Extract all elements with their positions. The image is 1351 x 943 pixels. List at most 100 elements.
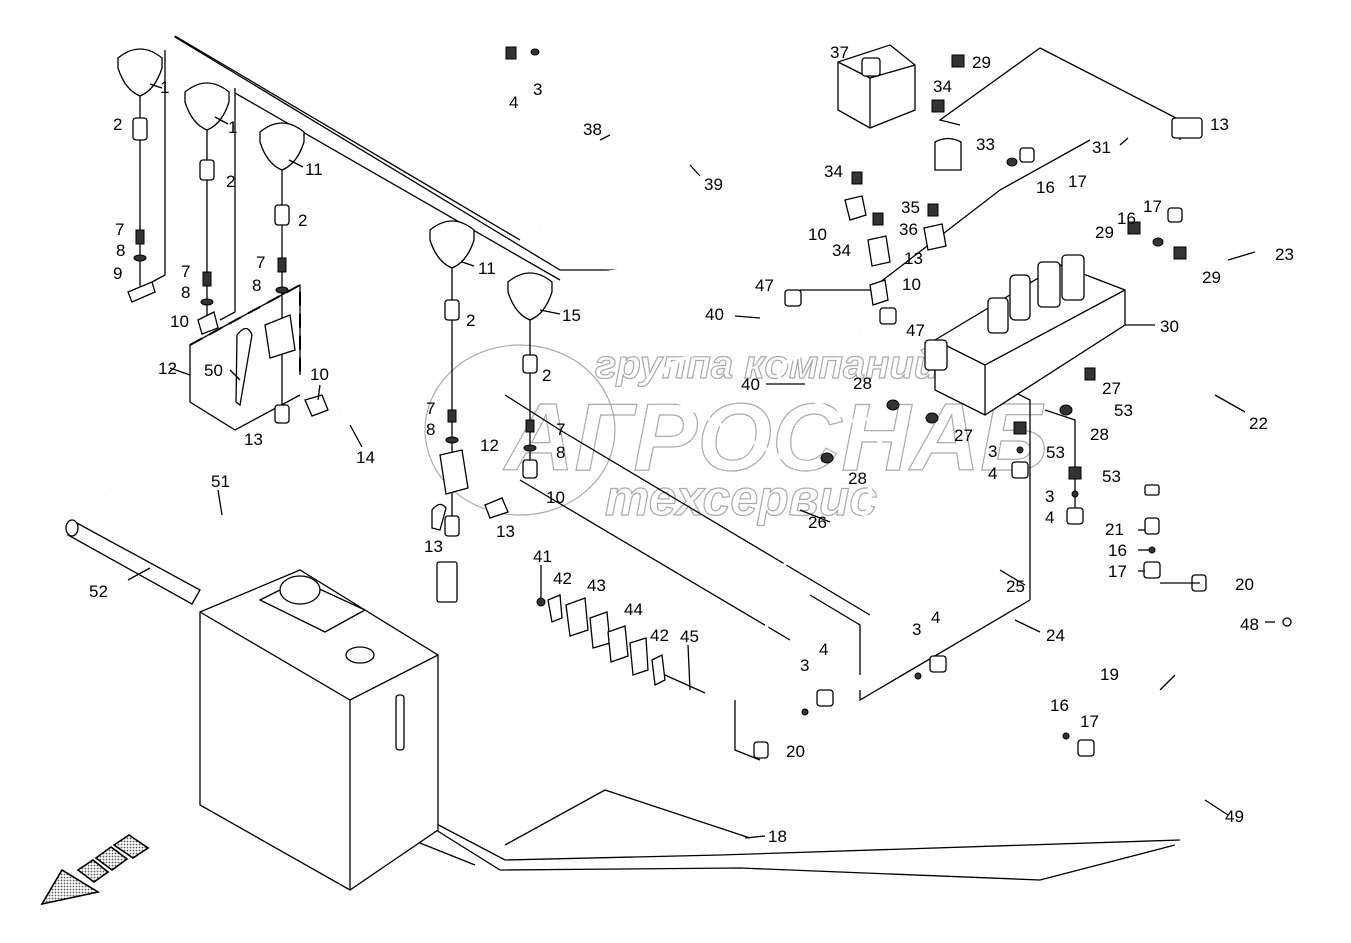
callout-29c: 29: [1202, 268, 1221, 287]
callout-3a: 3: [533, 80, 542, 99]
callout-43: 43: [587, 576, 606, 595]
callout-29b: 29: [1095, 223, 1114, 242]
callout-2a: 2: [113, 115, 122, 134]
callout-27b: 27: [1102, 379, 1121, 398]
callout-1b: 1: [228, 118, 237, 137]
clamp-set: [536, 594, 706, 694]
callout-17d: 17: [1080, 712, 1099, 731]
callout-4d: 4: [819, 640, 828, 659]
accumulator-11a: [259, 122, 305, 171]
selector-valves: [189, 283, 447, 531]
callout-19: 19: [1100, 665, 1119, 684]
fittings: [127, 46, 1292, 759]
callout-7c: 7: [256, 253, 265, 272]
callout-33: 33: [976, 135, 995, 154]
callout-8d: 8: [426, 420, 435, 439]
callout-21: 21: [1105, 520, 1124, 539]
leader-lines: [127, 83, 1275, 839]
callout-34c: 34: [832, 241, 851, 260]
callout-38: 38: [583, 120, 602, 139]
callout-3c: 3: [1045, 487, 1054, 506]
callout-13b: 13: [424, 537, 443, 556]
callout-10e: 10: [902, 275, 921, 294]
callout-10a: 10: [170, 312, 189, 331]
callout-8c: 8: [252, 276, 261, 295]
callout-52: 52: [89, 582, 108, 601]
callout-20b: 20: [1235, 575, 1254, 594]
callout-49: 49: [1225, 807, 1244, 826]
callout-8b: 8: [181, 283, 190, 302]
callout-1a: 1: [160, 78, 169, 97]
callout-30: 30: [1160, 317, 1179, 336]
callout-2d: 2: [466, 311, 475, 330]
callout-14: 14: [356, 448, 375, 467]
accumulator-15: [507, 272, 553, 321]
callout-23: 23: [1275, 245, 1294, 264]
callout-39: 39: [704, 175, 723, 194]
callout-7a: 7: [115, 220, 124, 239]
pump: [837, 44, 916, 129]
callout-12a: 12: [158, 359, 177, 378]
callout-28c: 28: [1090, 425, 1109, 444]
callout-3b: 3: [988, 442, 997, 461]
callout-4c: 4: [1045, 508, 1054, 527]
accumulator-11b: [429, 220, 475, 269]
callout-10d: 10: [808, 225, 827, 244]
callout-34b: 34: [824, 162, 843, 181]
callout-17b: 17: [1143, 197, 1162, 216]
callout-16a: 16: [1036, 178, 1055, 197]
cylinder: [65, 519, 201, 605]
direction-arrow-icon: [40, 834, 150, 906]
callout-13c: 13: [496, 522, 515, 541]
callout-13e: 13: [1210, 115, 1229, 134]
callout-24: 24: [1046, 626, 1065, 645]
callout-26: 26: [808, 513, 827, 532]
frame-lines: [151, 35, 1181, 761]
callout-11b: 11: [478, 259, 496, 278]
callout-10b: 10: [310, 365, 329, 384]
callout-50: 50: [204, 361, 223, 380]
callout-27a: 27: [954, 426, 973, 445]
callout-13d: 13: [904, 249, 923, 268]
callout-2e: 2: [542, 366, 551, 385]
callout-36: 36: [899, 220, 918, 239]
callout-15: 15: [562, 306, 581, 325]
callout-40b: 40: [741, 375, 760, 394]
callout-labels: 1 1 2 2 2 2 2 3 3 3 3 3 4 4 4 4 4 7 7 7 …: [89, 43, 1294, 846]
callout-47a: 47: [755, 276, 774, 295]
callout-11a: 11: [305, 160, 323, 179]
callout-3d: 3: [800, 656, 809, 675]
callout-16d: 16: [1050, 696, 1069, 715]
callout-47b: 47: [906, 321, 925, 340]
callout-28a: 28: [853, 374, 872, 393]
callout-25: 25: [1006, 577, 1025, 596]
callout-22: 22: [1249, 414, 1268, 433]
callout-7b: 7: [181, 262, 190, 281]
callout-17c: 17: [1108, 562, 1127, 581]
callout-28b: 28: [848, 469, 867, 488]
callout-40a: 40: [705, 305, 724, 324]
callout-7d: 7: [426, 399, 435, 418]
callout-42a: 42: [553, 569, 572, 588]
callout-51: 51: [211, 472, 230, 491]
accumulator-1a: [117, 48, 163, 97]
callout-16b: 16: [1117, 209, 1136, 228]
pipes: [104, 88, 1314, 881]
callout-44: 44: [624, 600, 643, 619]
callout-53a: 53: [1046, 443, 1065, 462]
callout-2c: 2: [298, 211, 307, 230]
callout-29a: 29: [972, 53, 991, 72]
accumulator-1b: [184, 82, 230, 131]
callout-18: 18: [768, 827, 787, 846]
callout-9: 9: [113, 264, 122, 283]
callout-35: 35: [901, 198, 920, 217]
hydraulic-tank: [199, 569, 439, 891]
callout-31: 31: [1092, 138, 1111, 157]
callout-34a: 34: [933, 77, 952, 96]
callout-4b: 4: [988, 464, 997, 483]
watermark-line3: техсервис: [605, 470, 877, 526]
callout-3e: 3: [912, 620, 921, 639]
callout-2b: 2: [226, 172, 235, 191]
callout-13a: 13: [244, 430, 263, 449]
